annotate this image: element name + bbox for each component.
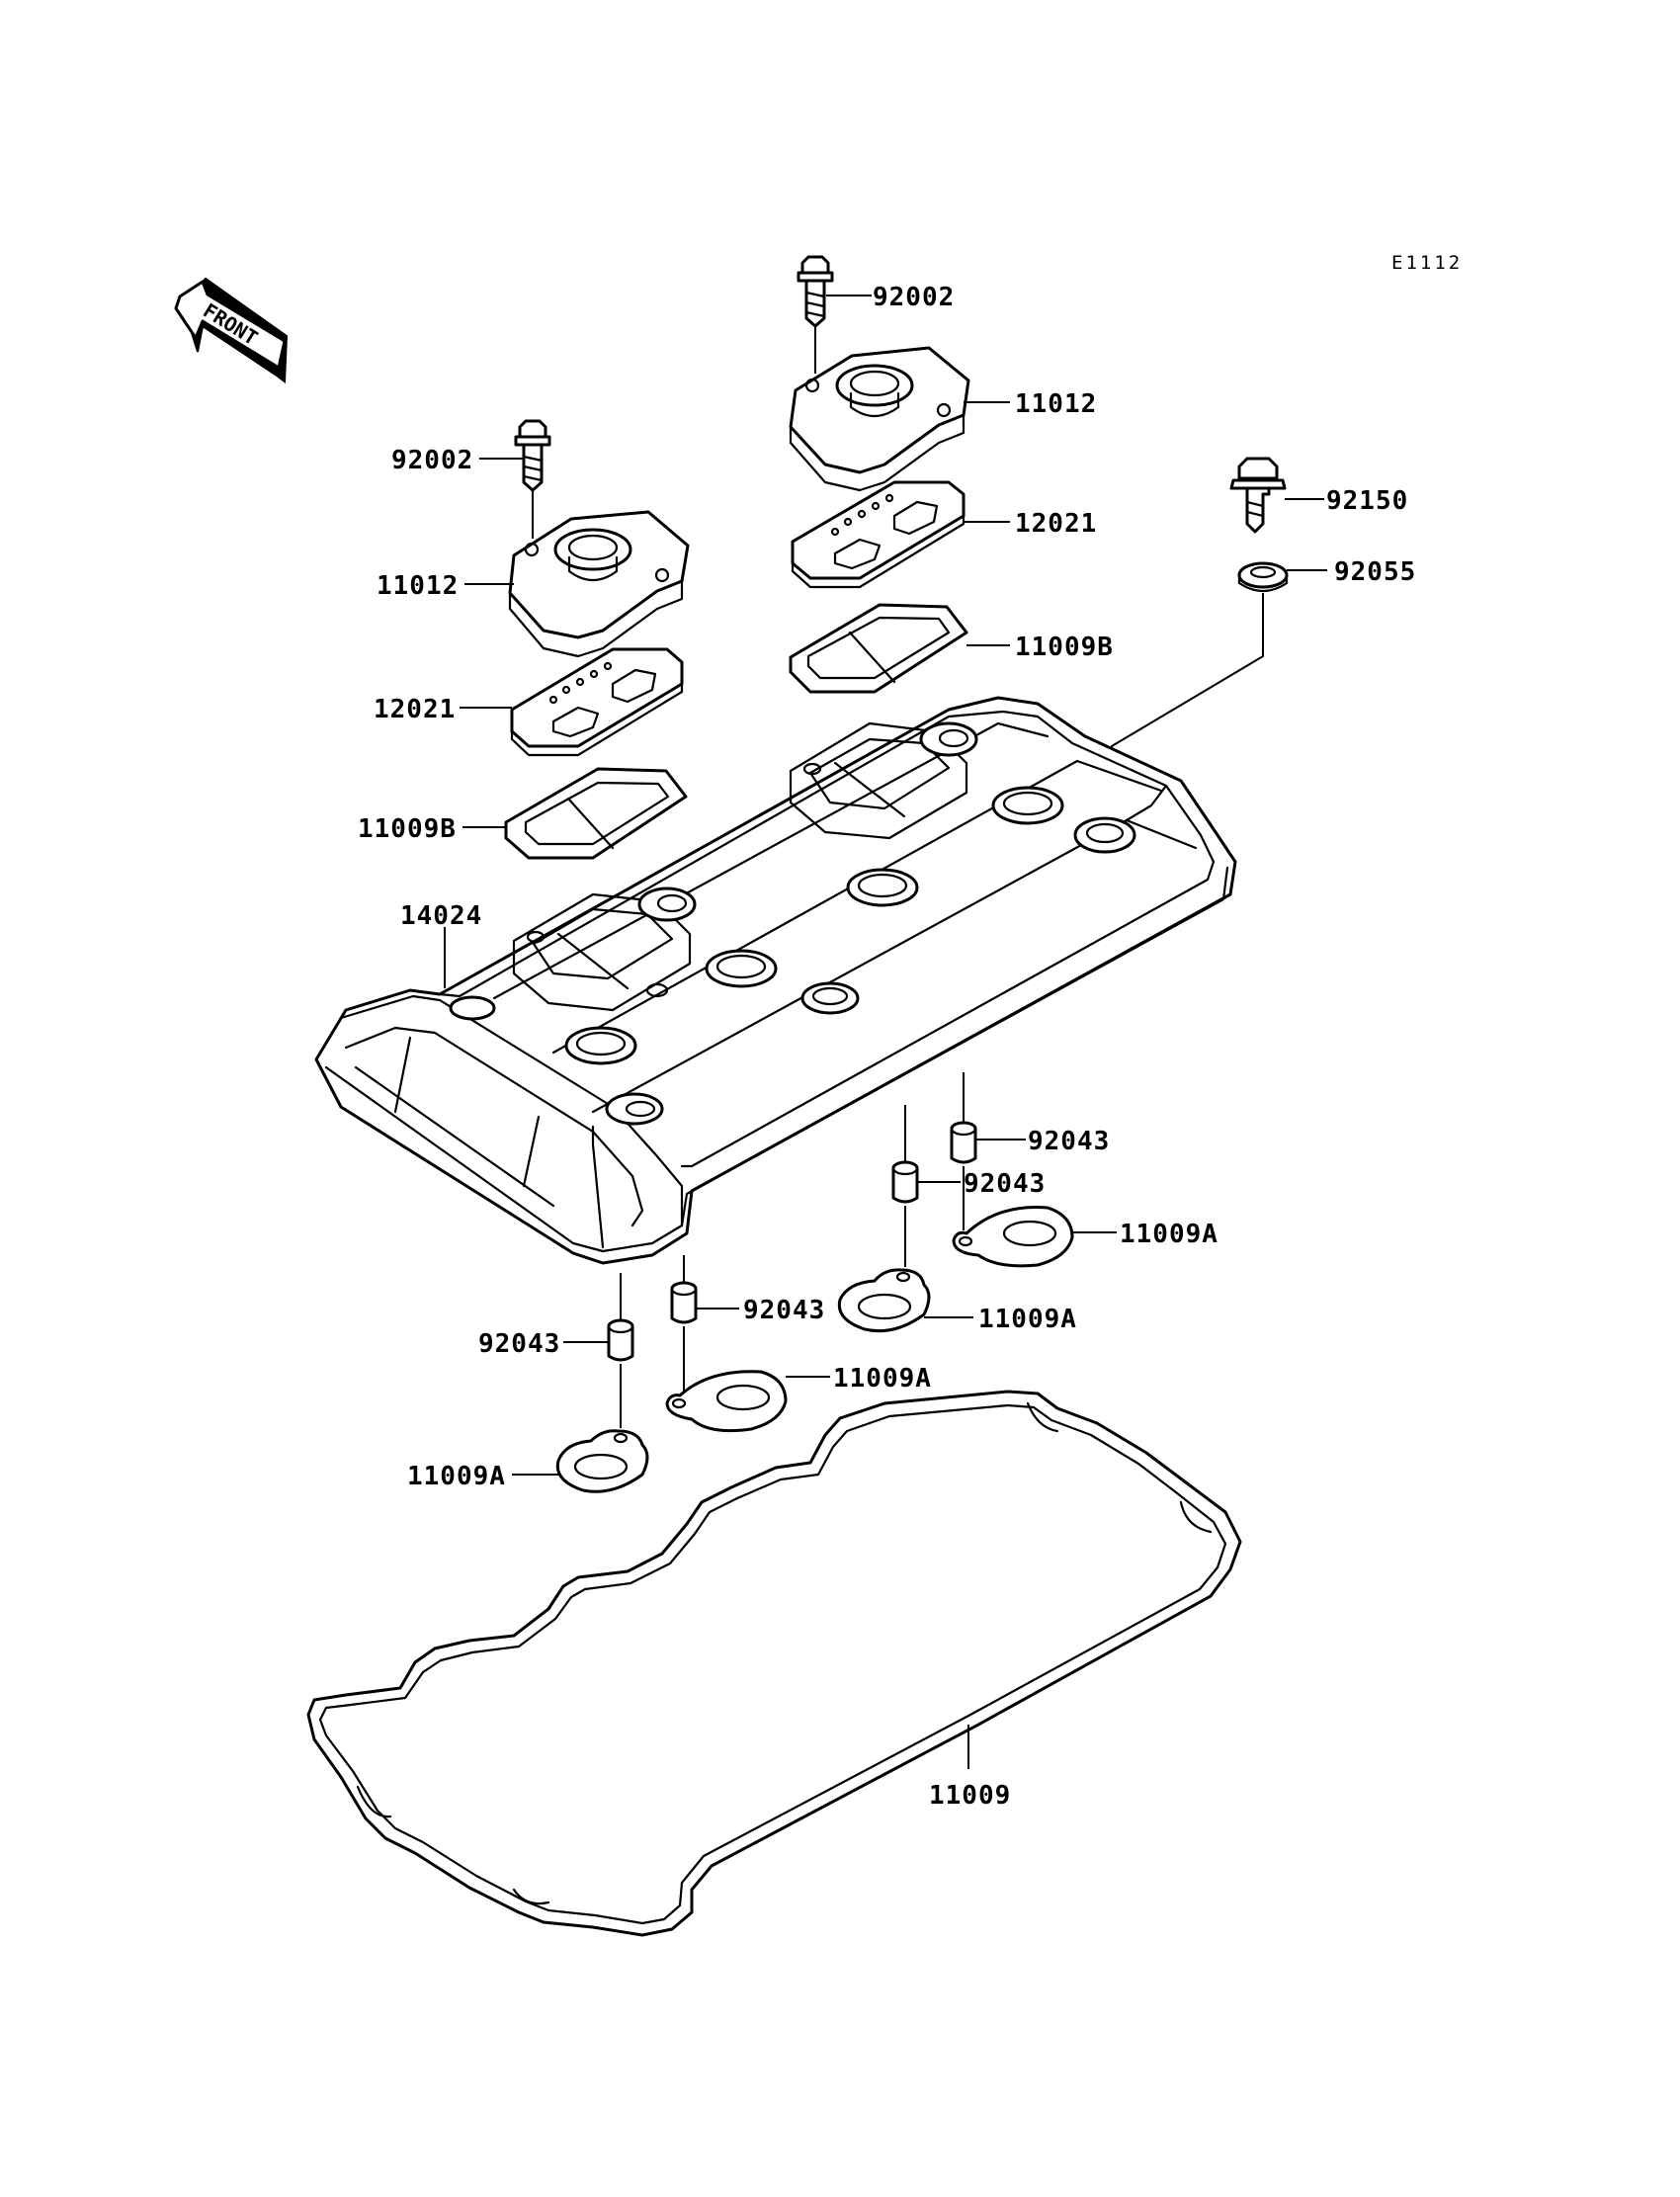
washer-11009a-c (665, 1370, 788, 1433)
bolt-92150 (1229, 457, 1287, 534)
gasket-11009b-top (789, 603, 968, 694)
washer-11009a-d (555, 1429, 649, 1493)
bolt-92002-left (514, 419, 551, 492)
breather-cover-11012-left (508, 510, 690, 658)
label-11009a-d: 11009A (407, 1462, 506, 1491)
plug-hole-1 (564, 1026, 637, 1065)
dowel-92043-b (891, 1160, 919, 1204)
plug-hole-4 (991, 786, 1064, 825)
plug-hole-2 (705, 949, 778, 988)
head-cover-gasket-11009 (306, 1390, 1242, 1937)
label-11009b-left: 11009B (358, 814, 457, 844)
reed-plate-12021-top (791, 480, 966, 589)
washer-11009a-b (837, 1268, 931, 1333)
diagram-code: E1112 (1391, 252, 1463, 274)
label-92055: 92055 (1334, 557, 1416, 587)
breather-cover-11012-top (789, 346, 970, 492)
label-92150: 92150 (1326, 486, 1408, 516)
plug-hole-3 (846, 868, 919, 907)
label-92043-c: 92043 (743, 1296, 825, 1325)
label-92002-left: 92002 (391, 446, 473, 475)
cylinder-head-cover-14024 (314, 696, 1237, 1265)
label-92002-top: 92002 (873, 283, 955, 312)
dowel-92043-d (607, 1318, 634, 1362)
label-11009a-a: 11009A (1120, 1220, 1218, 1249)
label-14024: 14024 (400, 901, 482, 931)
washer-92055 (1237, 561, 1289, 593)
bolt-92002-top (797, 255, 834, 328)
washer-11009a-a (952, 1206, 1074, 1268)
label-11009a-b: 11009A (978, 1305, 1077, 1334)
gasket-11009b-left (504, 767, 688, 860)
reed-plate-12021-left (510, 647, 684, 757)
label-11009a-c: 11009A (833, 1364, 932, 1394)
dowel-92043-c (670, 1281, 698, 1324)
label-92043-d: 92043 (478, 1329, 560, 1359)
label-92043-a: 92043 (1028, 1127, 1110, 1156)
label-11012-left: 11012 (377, 571, 459, 601)
label-11009b-top: 11009B (1015, 633, 1114, 662)
front-arrow-icon: FRONT (174, 277, 289, 383)
label-92043-b: 92043 (964, 1169, 1046, 1199)
label-12021-top: 12021 (1015, 509, 1097, 539)
label-11009: 11009 (929, 1781, 1011, 1811)
dowel-92043-a (950, 1121, 977, 1164)
label-11012-top: 11012 (1015, 389, 1097, 419)
label-12021-left: 12021 (374, 695, 456, 724)
